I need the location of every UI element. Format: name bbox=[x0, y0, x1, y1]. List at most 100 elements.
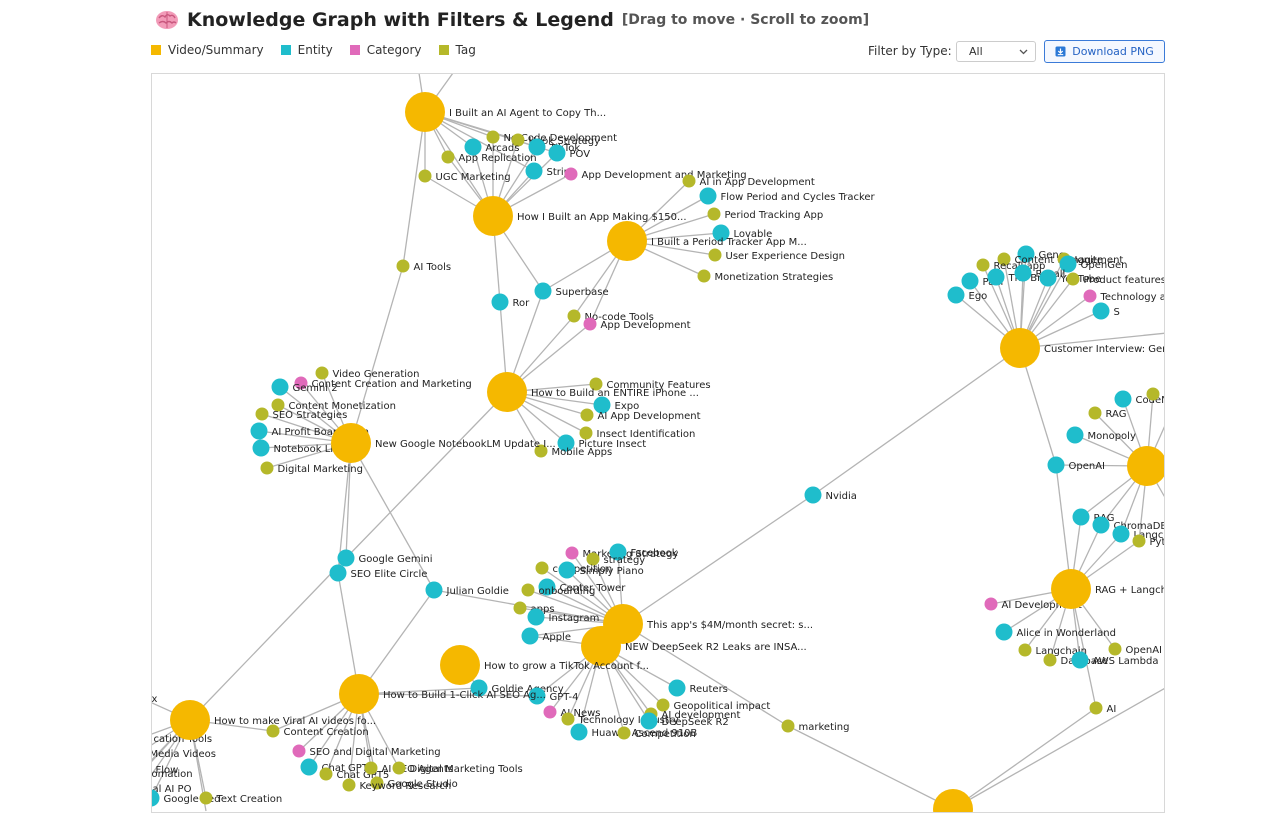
tag-node-circle[interactable] bbox=[319, 767, 333, 781]
tag-node-circle[interactable] bbox=[586, 552, 600, 566]
entity-node-lovable[interactable]: Lovable bbox=[712, 224, 773, 242]
tag-node-circle[interactable] bbox=[370, 776, 384, 790]
tag-node-circle[interactable] bbox=[266, 724, 280, 738]
category-node-circle[interactable] bbox=[543, 705, 557, 719]
entity-node-nvidia[interactable]: Nvidia bbox=[804, 486, 857, 504]
entity-node-circle[interactable] bbox=[1059, 255, 1077, 273]
tag-node-circle[interactable] bbox=[418, 169, 432, 183]
category-node-app-development[interactable]: App Development bbox=[583, 317, 691, 332]
entity-node-circle[interactable] bbox=[712, 224, 730, 242]
video-node-this-app-s-4m-month-secret-s[interactable]: This app's $4M/month secret: s... bbox=[603, 604, 813, 644]
video-node-circle[interactable] bbox=[170, 700, 210, 740]
entity-node-circle[interactable] bbox=[464, 138, 482, 156]
category-node-app-development-and-marketing[interactable]: App Development and Marketing bbox=[564, 167, 747, 182]
entity-node-circle[interactable] bbox=[947, 286, 965, 304]
tag-node-circle[interactable] bbox=[1066, 272, 1080, 286]
tag-node-strategy[interactable]: strategy bbox=[586, 552, 646, 567]
entity-node-circle[interactable] bbox=[1092, 516, 1110, 534]
entity-node-reuters[interactable]: Reuters bbox=[668, 679, 728, 697]
entity-node-circle[interactable] bbox=[804, 486, 822, 504]
tag-node-chat-gpt5[interactable]: Chat GPT5 bbox=[319, 767, 390, 782]
tag-node-circle[interactable] bbox=[441, 150, 455, 164]
video-node-circle[interactable] bbox=[1000, 328, 1040, 368]
tag-node-circle[interactable] bbox=[561, 712, 575, 726]
tag-node-apps[interactable]: apps bbox=[513, 601, 555, 616]
video-node-how-i-built-an-app-making-150[interactable]: How I Built an App Making $150... bbox=[473, 196, 687, 236]
tag-node-digital-marketing-tools[interactable]: Digital Marketing Tools bbox=[392, 761, 523, 776]
category-node-content-creation-and-marketing[interactable]: Content Creation and Marketing bbox=[294, 376, 472, 391]
tag-node-video-generation[interactable]: Video Generation bbox=[315, 366, 420, 381]
entity-node-alice-in-wonderland[interactable]: Alice in Wonderland bbox=[995, 623, 1116, 641]
entity-node-huawei-ascend-910b[interactable]: Huawei Ascend 910B bbox=[570, 723, 698, 741]
entity-node-circle[interactable] bbox=[609, 543, 627, 561]
entity-node-circle[interactable] bbox=[1071, 651, 1089, 669]
entity-node-circle[interactable] bbox=[527, 608, 545, 626]
entity-node-arcads[interactable]: Arcads bbox=[464, 138, 520, 156]
tag-node-circle[interactable] bbox=[315, 366, 329, 380]
video-node-circle[interactable] bbox=[1127, 446, 1165, 486]
category-node-seo-and-digital-marketing[interactable]: SEO and Digital Marketing bbox=[292, 744, 441, 759]
tag-node-x[interactable]: x bbox=[152, 692, 158, 706]
entity-node-stripe[interactable]: Stripe bbox=[525, 162, 577, 180]
entity-node-tiktok[interactable]: TikTok bbox=[528, 138, 581, 156]
tag-node-circle[interactable] bbox=[697, 269, 711, 283]
tag-node-circle[interactable] bbox=[521, 583, 535, 597]
tag-node-al-ai-po[interactable]: al AI PO bbox=[152, 782, 192, 796]
entity-node-circle[interactable] bbox=[593, 396, 611, 414]
entity-node-aws-lambda[interactable]: AWS Lambda bbox=[1071, 651, 1159, 669]
entity-node-chat-gpt[interactable]: Chat GPT bbox=[300, 758, 369, 776]
tag-node-media-videos[interactable]: Media Videos bbox=[152, 747, 216, 761]
tag-node-circle[interactable] bbox=[682, 174, 696, 188]
tag-node-circle[interactable] bbox=[579, 426, 593, 440]
tag-node-ai-tools[interactable]: AI Tools bbox=[396, 259, 452, 274]
category-node-technology-a[interactable]: Technology a bbox=[1083, 289, 1166, 304]
entity-node-instagram[interactable]: Instagram bbox=[527, 608, 600, 626]
tag-node-product-features[interactable]: Product features bbox=[1066, 272, 1166, 287]
tag-node-omation[interactable]: omation bbox=[152, 767, 193, 781]
entity-node-circle[interactable] bbox=[525, 162, 543, 180]
video-node-how-to-build-an-entire-iphone[interactable]: How to Build an ENTIRE iPhone ... bbox=[487, 372, 699, 412]
video-node-circle[interactable] bbox=[581, 626, 621, 666]
category-node-ai-development[interactable]: AI Development bbox=[984, 597, 1082, 612]
category-node-circle[interactable] bbox=[565, 546, 579, 560]
entity-node-expo[interactable]: Expo bbox=[593, 396, 640, 414]
entity-node-opengen[interactable]: OpenGen bbox=[1059, 255, 1128, 273]
entity-node-circle[interactable] bbox=[1112, 525, 1130, 543]
tag-node-keyword-research[interactable]: Keyword Research bbox=[342, 778, 452, 793]
tag-node-rag[interactable]: RAG bbox=[1088, 406, 1127, 421]
entity-node-chromadb[interactable]: ChromaDB bbox=[1092, 516, 1166, 534]
video-node-new-google-notebooklm-update-i[interactable]: New Google NotebookLM Update I... bbox=[331, 423, 556, 463]
download-png-button[interactable]: Download PNG bbox=[1044, 40, 1165, 63]
entity-node-circle[interactable] bbox=[252, 439, 270, 457]
video-node-how-to-grow-a-tiktok-account-f[interactable]: How to grow a TikTok Account f... bbox=[440, 645, 649, 685]
category-node-circle[interactable] bbox=[294, 376, 308, 390]
tag-node-circle[interactable] bbox=[1132, 534, 1146, 548]
video-node-node[interactable] bbox=[933, 789, 973, 813]
video-node-circle[interactable] bbox=[933, 789, 973, 813]
video-node-circle[interactable] bbox=[1051, 569, 1091, 609]
entity-node-monopoly[interactable]: Monopoly bbox=[1066, 426, 1136, 444]
entity-node-ror[interactable]: Ror bbox=[491, 293, 531, 311]
video-node-circle[interactable] bbox=[440, 645, 480, 685]
video-node-circle[interactable] bbox=[331, 423, 371, 463]
category-node-marketing-strategy[interactable]: Marketing Strategy bbox=[565, 546, 679, 561]
entity-node-picture-insect[interactable]: Picture Insect bbox=[557, 434, 647, 452]
entity-node-seo-elite-circle[interactable]: SEO Elite Circle bbox=[329, 564, 428, 582]
entity-node-youtube[interactable]: YouTube bbox=[1039, 269, 1102, 287]
tag-node-circle[interactable] bbox=[707, 207, 721, 221]
tag-node-google-studio[interactable]: Google Studio bbox=[370, 776, 458, 791]
entity-node-superbase[interactable]: Superbase bbox=[534, 282, 609, 300]
entity-node-circle[interactable] bbox=[538, 578, 556, 596]
filter-type-select[interactable]: All bbox=[956, 41, 1036, 62]
entity-node-openai[interactable]: OpenAI bbox=[1047, 456, 1106, 474]
tag-node-circle[interactable] bbox=[534, 444, 548, 458]
entity-node-circle[interactable] bbox=[425, 581, 443, 599]
video-node-circle[interactable] bbox=[473, 196, 513, 236]
tag-node-geopolitical-impact[interactable]: Geopolitical impact bbox=[656, 698, 771, 713]
tag-node-circle[interactable] bbox=[1108, 642, 1122, 656]
tag-node-ai-seo-agents[interactable]: AI SEO Agents bbox=[364, 761, 454, 776]
entity-node-ego[interactable]: Ego bbox=[947, 286, 988, 304]
tag-node-circle[interactable] bbox=[260, 461, 274, 475]
tag-node-ai[interactable]: AI bbox=[1089, 701, 1117, 716]
